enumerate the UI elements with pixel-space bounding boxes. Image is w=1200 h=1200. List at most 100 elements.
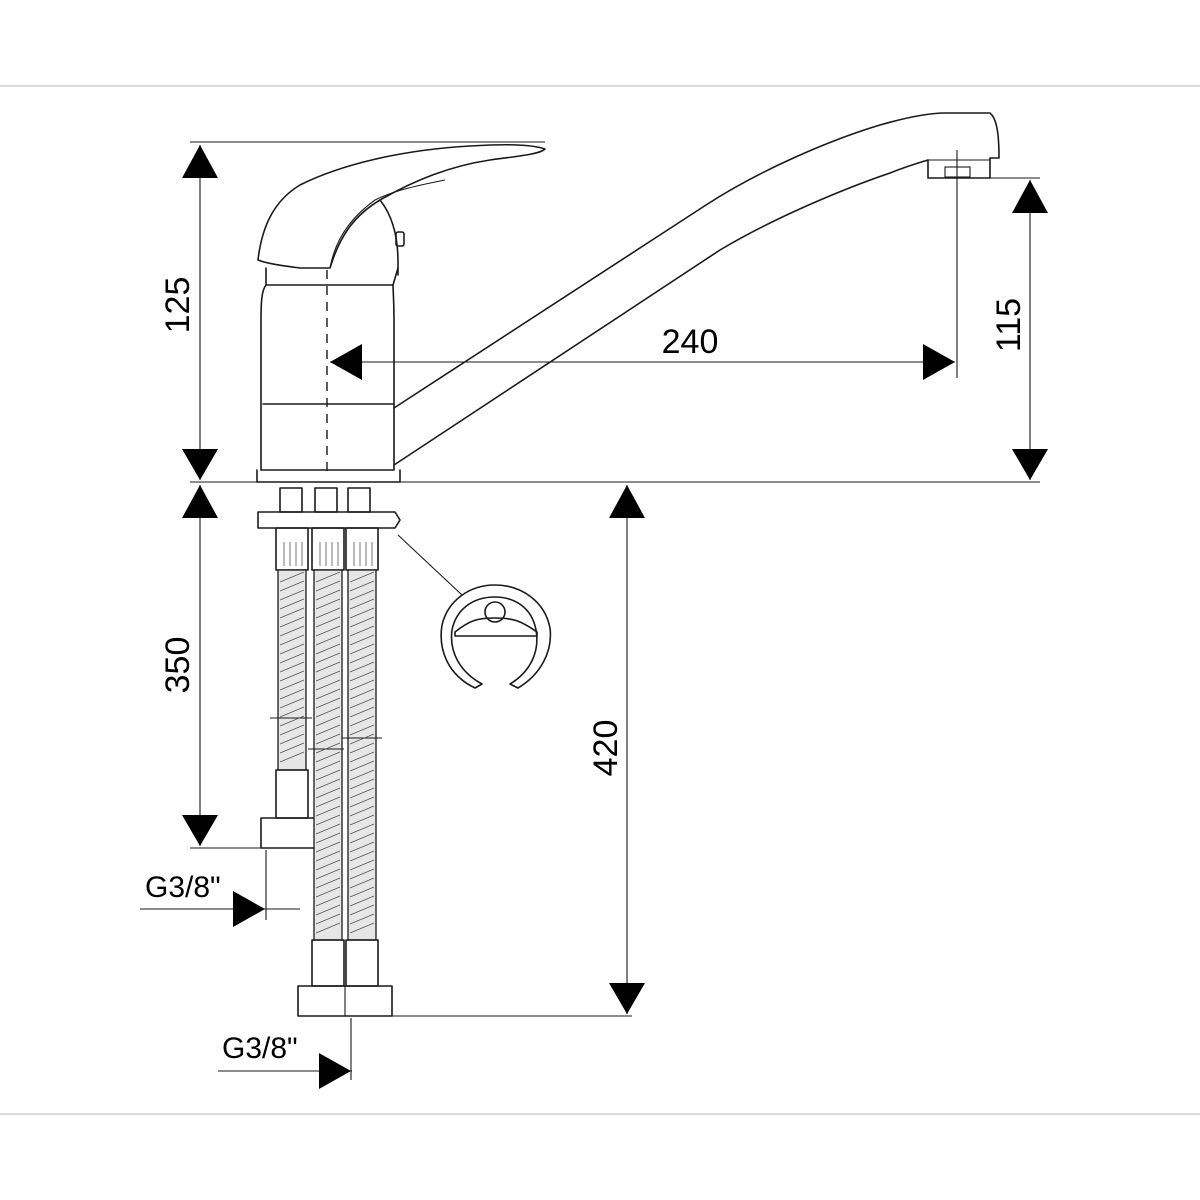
braid-stroke [315, 877, 341, 889]
braid-stroke [279, 634, 305, 646]
braid-stroke [349, 643, 375, 655]
braid-stroke [315, 904, 341, 916]
braid-stroke [349, 697, 375, 709]
braid-stroke [349, 580, 375, 592]
dim-420-arrow-top [609, 485, 645, 518]
braid-stroke [349, 706, 375, 718]
dim-115-arrow-bottom [1012, 449, 1048, 480]
braid-stroke [315, 832, 341, 844]
dim-240-arrow-right [923, 344, 955, 380]
clamp-detail [397, 534, 552, 689]
braid-stroke [315, 751, 341, 763]
dim-125-label: 125 [159, 277, 197, 334]
braid-stroke [349, 877, 375, 889]
braid-stroke [349, 904, 375, 916]
clamp-ring [440, 584, 552, 689]
braid-stroke [315, 859, 341, 871]
braid-stroke [279, 679, 305, 691]
dim-350-label: 350 [159, 637, 197, 694]
braid-stroke [279, 616, 305, 628]
braid-stroke [349, 760, 375, 772]
braid-stroke [315, 625, 341, 637]
clamp-bar [454, 617, 538, 637]
braid-stroke [315, 787, 341, 799]
braid-stroke [315, 913, 341, 925]
braid-stroke [349, 832, 375, 844]
dim-240-arrow-left [330, 344, 362, 380]
dim-115-label: 115 [990, 298, 1028, 352]
hose-mid-nut [311, 527, 345, 571]
braid-stroke [315, 607, 341, 619]
braid-stroke [279, 670, 305, 682]
braid-stroke [279, 697, 305, 709]
braid-stroke [279, 661, 305, 673]
braid-stroke [349, 778, 375, 790]
clamp-leader-line [397, 534, 463, 596]
body-base [256, 469, 401, 483]
lever-handle [257, 143, 546, 269]
braid-stroke [349, 850, 375, 862]
lever-joint [379, 199, 399, 276]
braid-stroke [315, 580, 341, 592]
nipple-right [347, 487, 371, 513]
lever-screw [395, 231, 405, 247]
thread-left-label: G3/8" [145, 871, 221, 904]
braid-stroke [315, 679, 341, 691]
braid-stroke [279, 580, 305, 592]
spout-upper-edge [393, 112, 1000, 409]
braid-stroke [315, 796, 341, 808]
thread-left-arrow [233, 891, 265, 927]
braid-stroke [315, 643, 341, 655]
braid-stroke [279, 598, 305, 610]
braid-stroke [279, 607, 305, 619]
braid-stroke [315, 805, 341, 817]
dim-125-arrow-top [182, 145, 218, 178]
braid-stroke [315, 769, 341, 781]
dim-125-arrow-bottom [182, 449, 218, 480]
braid-stroke [349, 823, 375, 835]
braid-stroke [349, 769, 375, 781]
braid-stroke [315, 589, 341, 601]
braid-stroke [349, 679, 375, 691]
faucet-body [256, 143, 546, 483]
braid-stroke [349, 670, 375, 682]
braid-stroke [349, 805, 375, 817]
braid-stroke [315, 724, 341, 736]
dim-115-arrow-top [1012, 180, 1048, 213]
hose-right [347, 569, 377, 941]
thread-bottom-label: G3/8" [222, 1032, 298, 1065]
braid-stroke [279, 733, 305, 745]
braid-stroke [279, 652, 305, 664]
nipple-mid [314, 487, 338, 513]
braid-stroke [279, 706, 305, 718]
thread-bottom-arrow [319, 1053, 351, 1089]
mounting-plate [257, 511, 401, 529]
braid-stroke [349, 841, 375, 853]
braid-stroke [315, 886, 341, 898]
braid-stroke [349, 859, 375, 871]
braid-stroke [349, 715, 375, 727]
braid-stroke [315, 778, 341, 790]
braid-stroke [349, 598, 375, 610]
braid-stroke [279, 715, 305, 727]
braid-stroke [315, 922, 341, 934]
braid-stroke [349, 688, 375, 700]
braid-stroke [349, 913, 375, 925]
braid-stroke [349, 733, 375, 745]
braid-stroke [315, 733, 341, 745]
braid-stroke [315, 634, 341, 646]
hose-left-ferrule [275, 769, 309, 819]
dim-420-arrow-bottom [609, 983, 645, 1014]
hose-braid-hatching [279, 542, 375, 934]
hose-left-end-nut [260, 817, 320, 849]
spout-lower-edge [393, 157, 991, 466]
braid-stroke [315, 598, 341, 610]
braid-stroke [349, 922, 375, 934]
braid-stroke [349, 616, 375, 628]
braid-stroke [279, 742, 305, 754]
braid-stroke [315, 823, 341, 835]
braid-stroke [315, 697, 341, 709]
braid-stroke [315, 850, 341, 862]
braid-stroke [279, 589, 305, 601]
